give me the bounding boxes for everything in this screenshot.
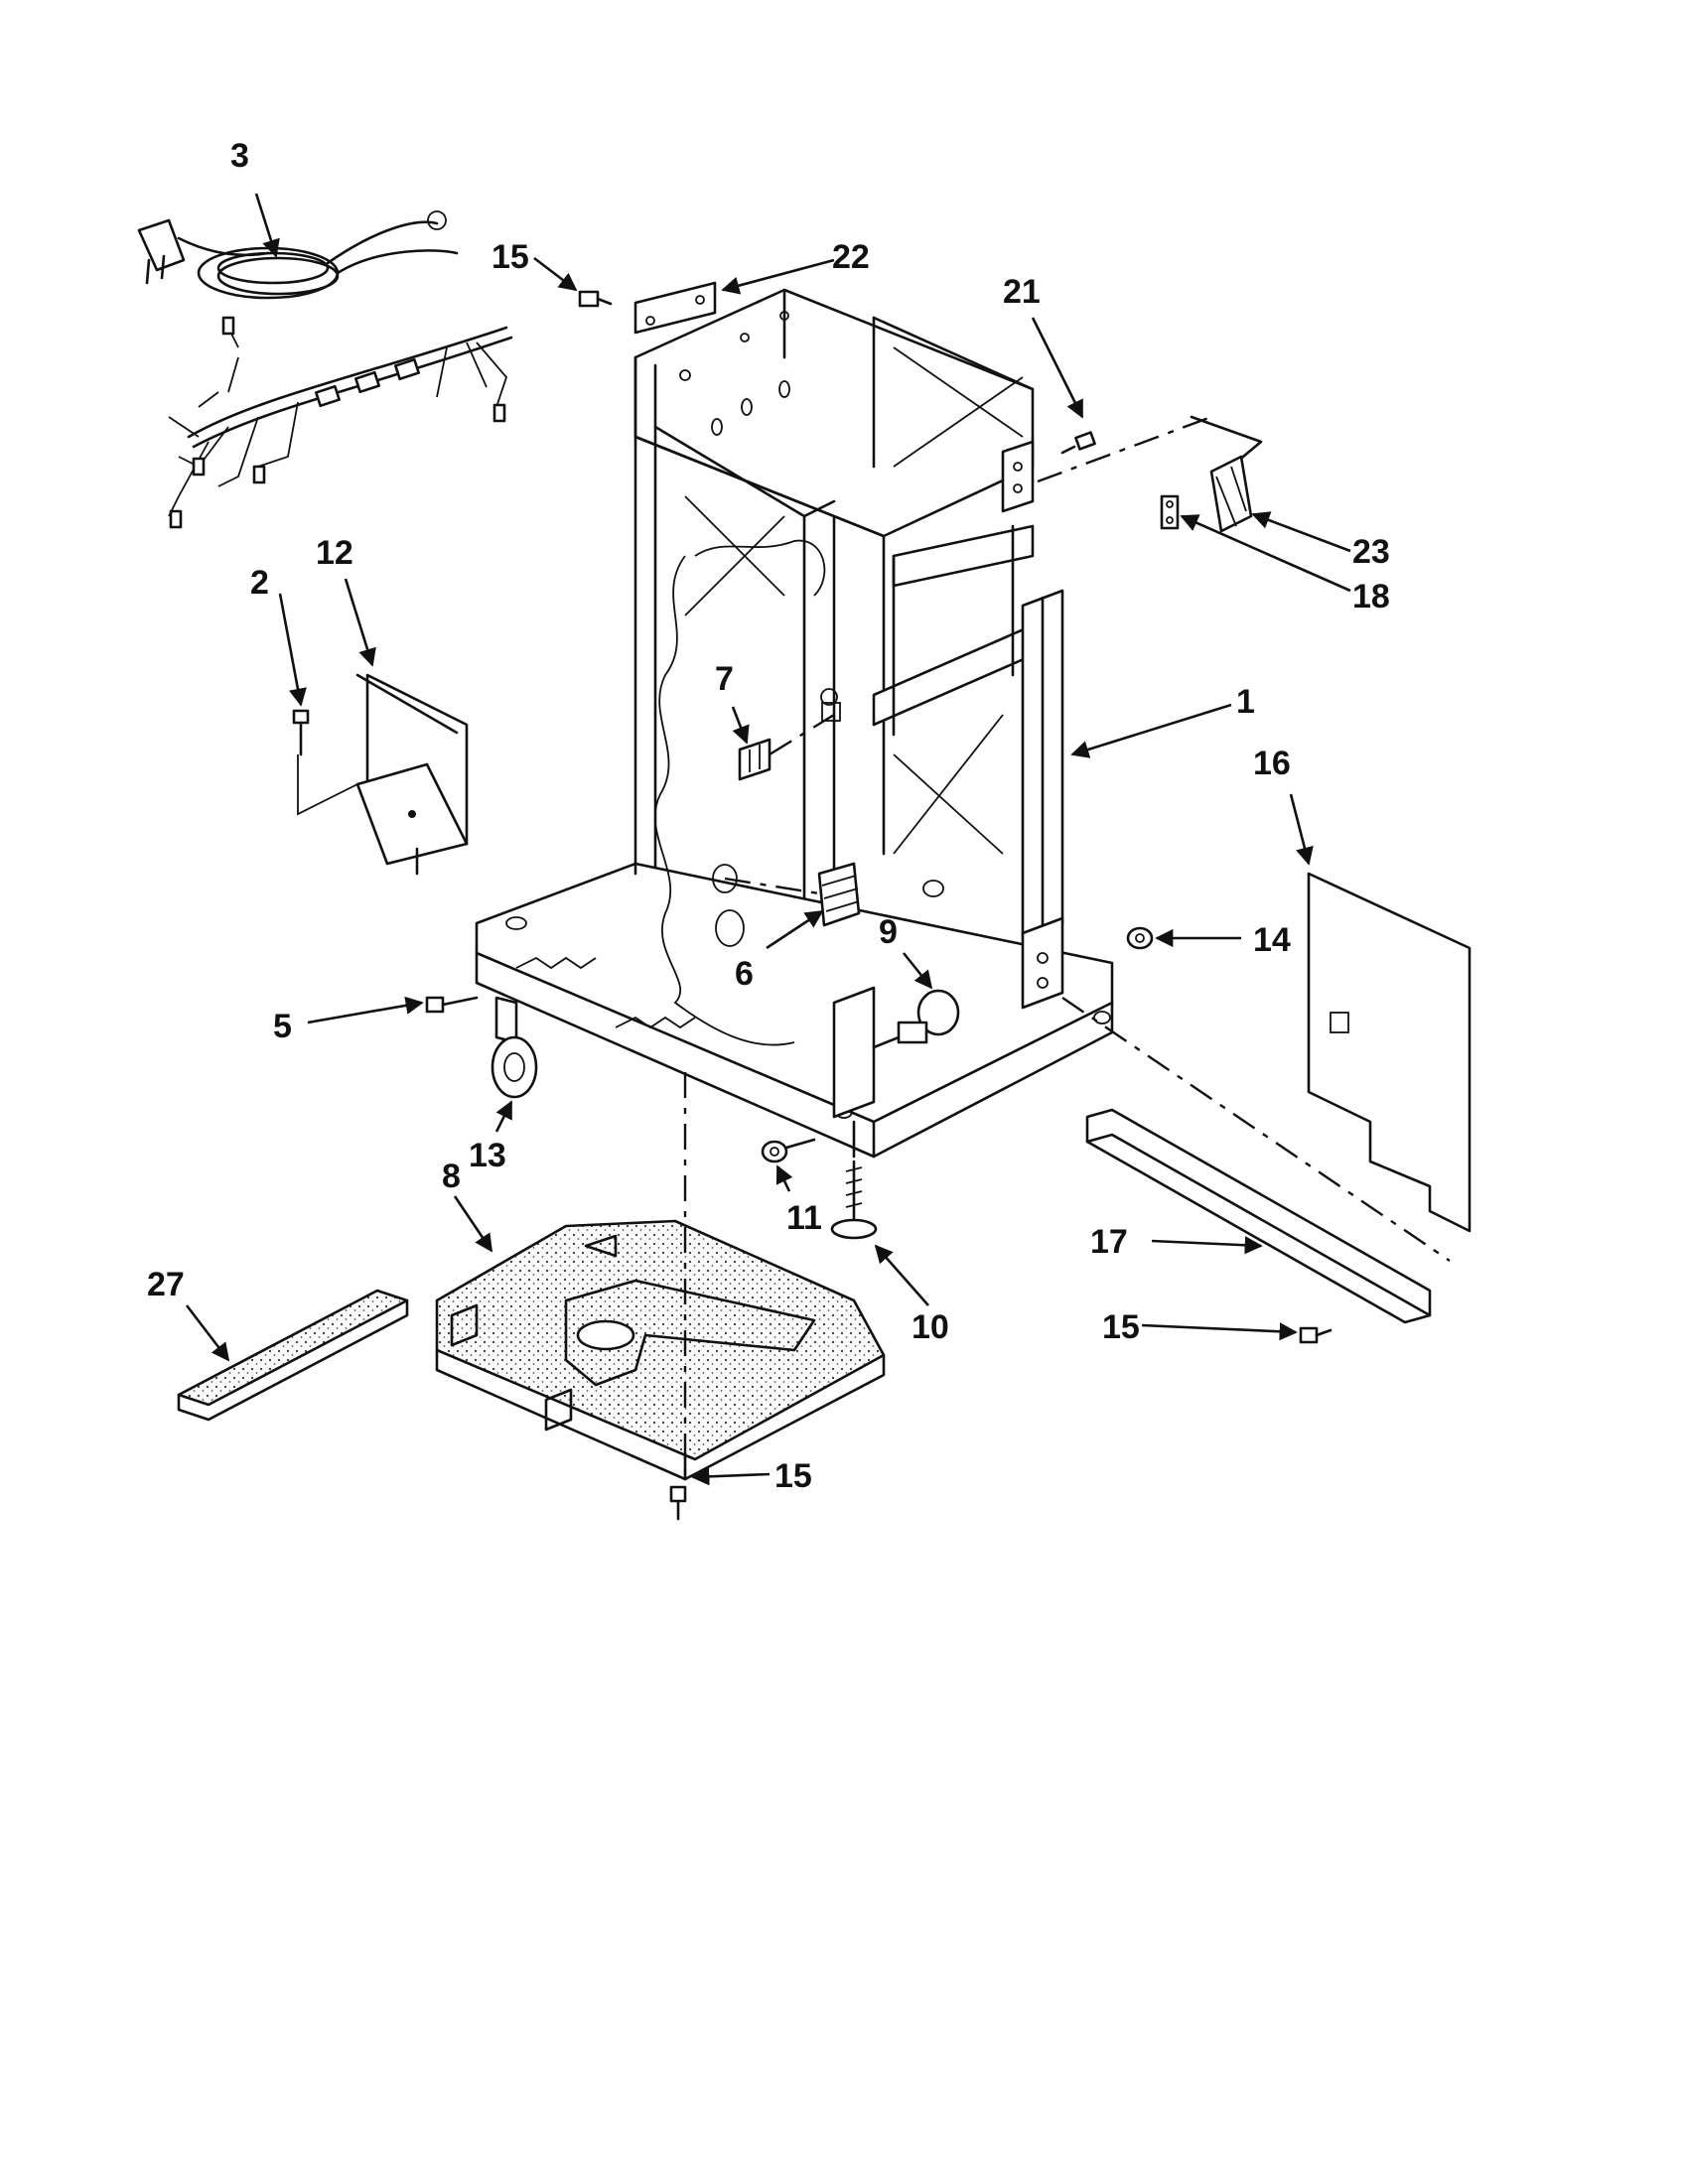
- callout-2: 2: [250, 564, 269, 602]
- base-pan-part-8: [435, 1219, 886, 1481]
- callout-1: 1: [1236, 683, 1255, 721]
- callout-8: 8: [442, 1158, 461, 1195]
- callout-9: 9: [879, 913, 898, 951]
- callout-16: 16: [1253, 745, 1291, 782]
- callout-11: 11: [786, 1199, 822, 1237]
- bracket-part-26: [578, 281, 717, 335]
- callout-17: 15: [1102, 1308, 1140, 1346]
- callout-23: 23: [1352, 533, 1390, 571]
- switch-part-23: [1037, 415, 1263, 533]
- cover-bracket-part: [297, 673, 469, 876]
- screw-part-2: [292, 709, 310, 756]
- screw-part-17: [1299, 1326, 1333, 1344]
- callout-22: 21: [1003, 273, 1041, 311]
- wiring-harness-part: [168, 316, 513, 529]
- callout-6: 6: [735, 955, 754, 993]
- nut-part-11: [761, 1138, 816, 1163]
- callout-12: 12: [316, 534, 353, 572]
- clip-part-7: [738, 702, 841, 781]
- foam-strip-part-27: [177, 1289, 409, 1422]
- screw-part-5: [425, 996, 479, 1014]
- caster-part-13: [491, 996, 538, 1099]
- callout-5: 5: [273, 1008, 292, 1045]
- callout-7: 7: [715, 660, 734, 698]
- switch-part-9: [872, 989, 960, 1049]
- callout-14: 14: [1253, 921, 1291, 959]
- panel-part-16: [1307, 872, 1472, 1233]
- grommet-part-6: [724, 862, 861, 927]
- leveling-leg-part-10: [830, 1120, 878, 1240]
- callout-10: 10: [912, 1308, 949, 1346]
- callout-15-bottom: 15: [774, 1457, 812, 1495]
- callout-13: 13: [469, 1137, 506, 1174]
- callout-3: 3: [230, 137, 249, 175]
- callout-26: 22: [832, 238, 870, 276]
- callout-15-top: 15: [491, 238, 529, 276]
- rail-part-18: [1061, 997, 1451, 1324]
- power-cord-part: [137, 210, 459, 300]
- nut-part-14: [1126, 926, 1154, 950]
- callout-21: 18: [1352, 578, 1390, 615]
- leader-lines: [185, 193, 1351, 1486]
- callout-18: 17: [1090, 1223, 1128, 1261]
- screw-part-22: [1060, 431, 1096, 455]
- callout-labels: 3 15 22 21 23 18 1 12 2 7 16 9 14 5 6 13…: [147, 137, 1390, 1495]
- callout-27: 27: [147, 1266, 185, 1303]
- screw-part-15-lower: [669, 1485, 687, 1521]
- cabinet-frame: [475, 288, 1114, 1159]
